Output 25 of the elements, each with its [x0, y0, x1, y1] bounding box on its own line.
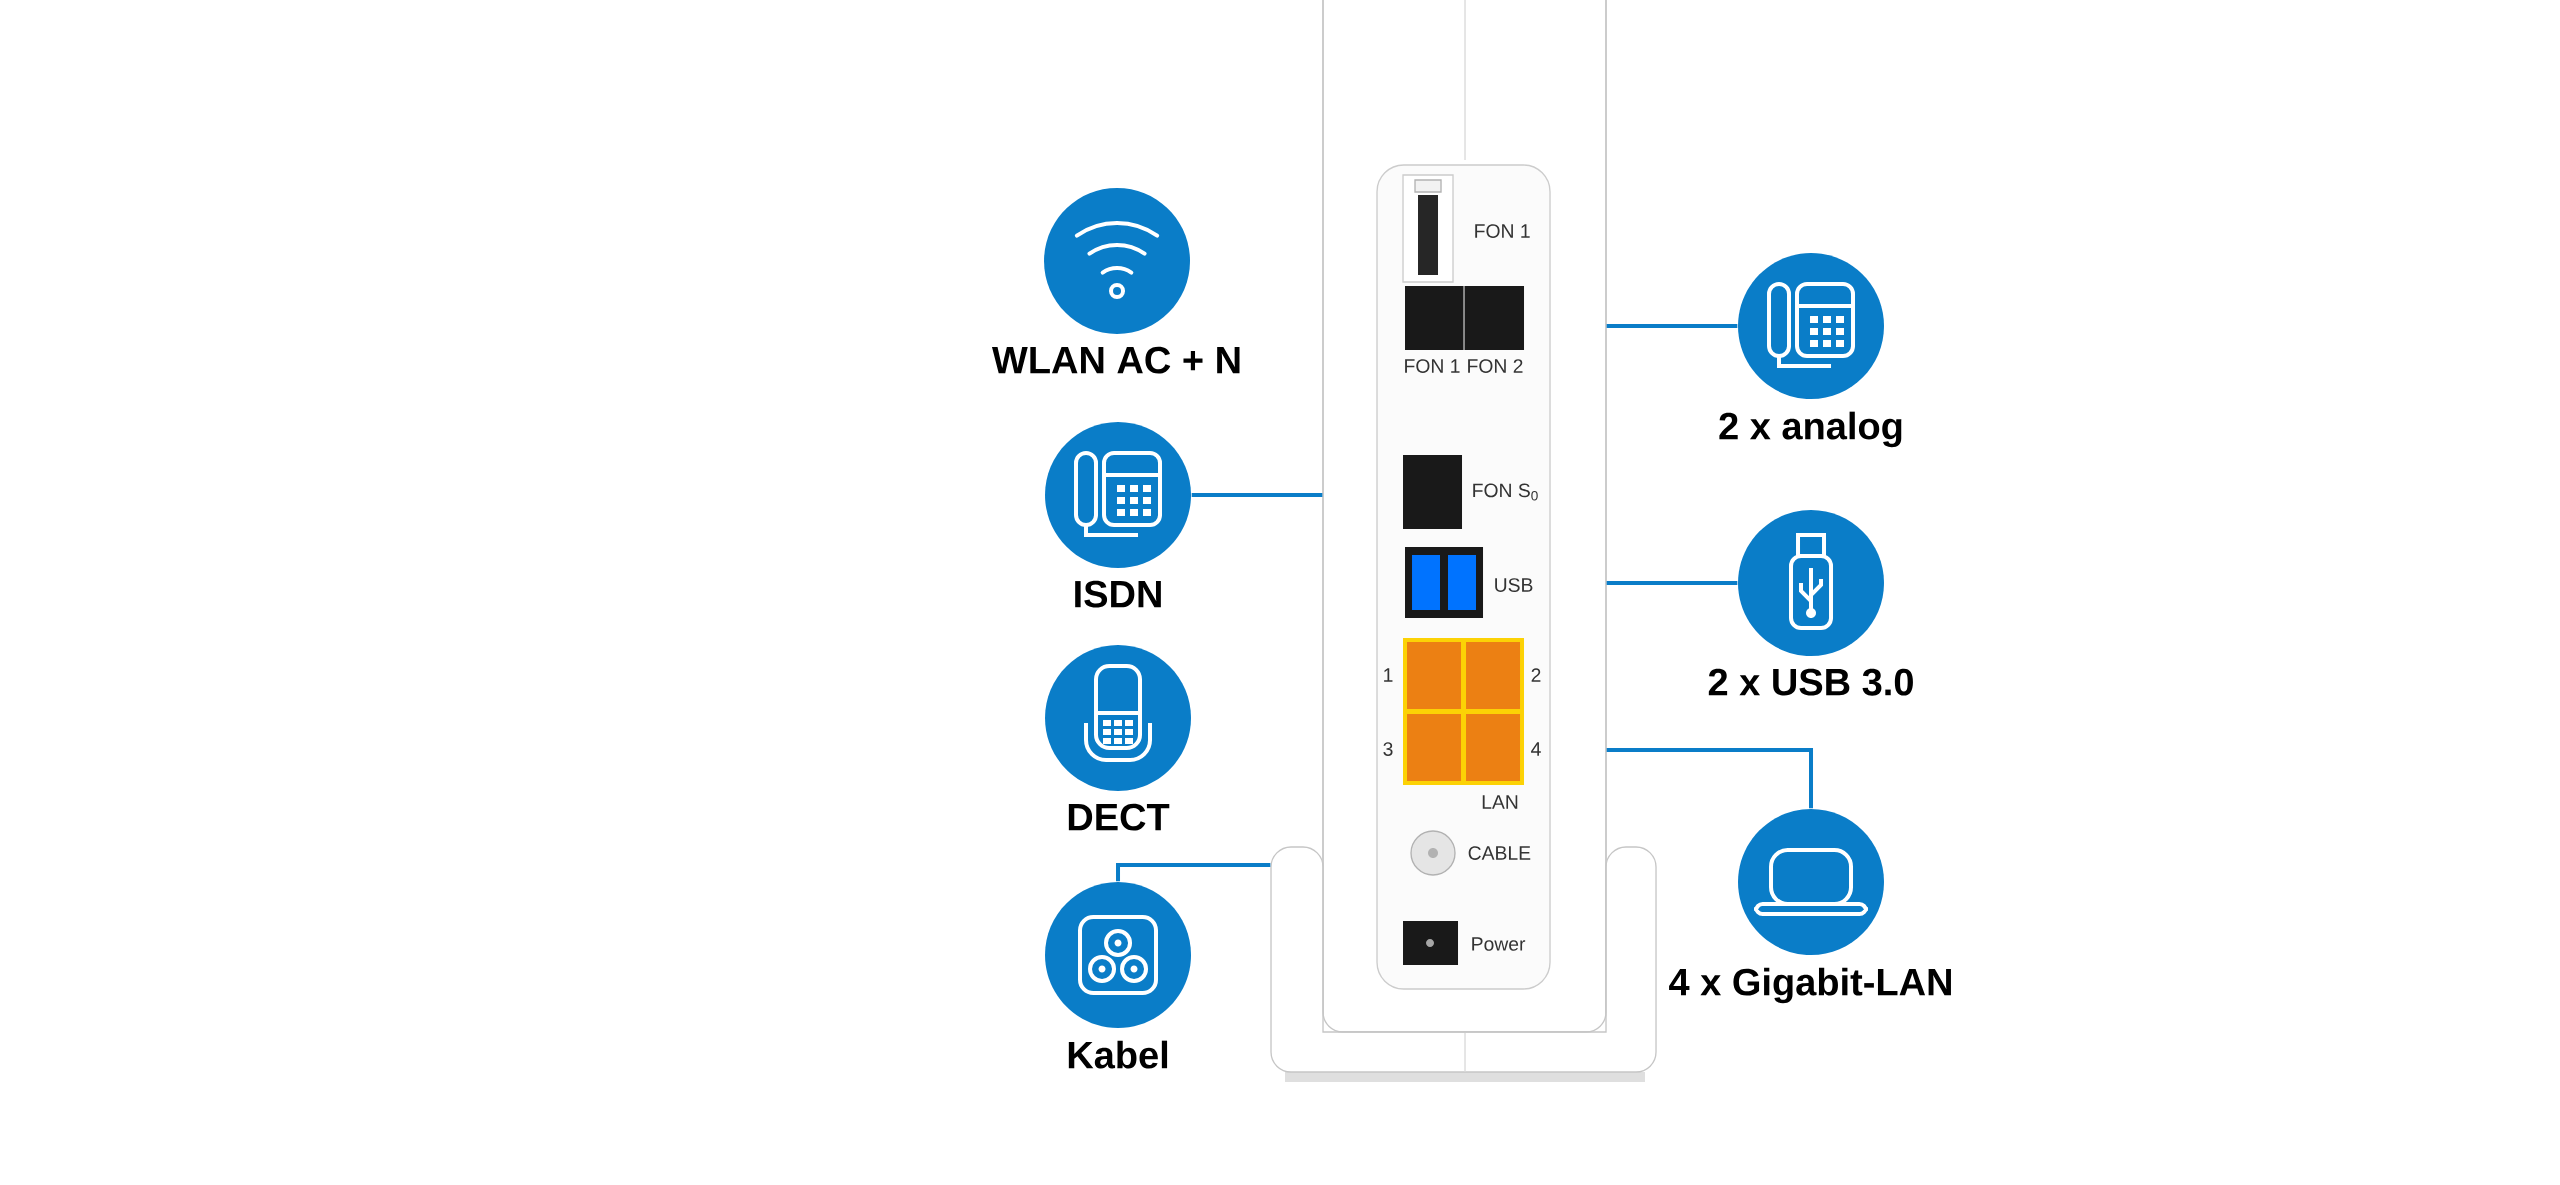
port-label: FON 1: [1475, 224, 1530, 238]
port-label: FON 2: [1468, 359, 1523, 373]
port-label: Power: [1472, 937, 1526, 951]
port-label: FON S$_{0}$: [1473, 483, 1538, 501]
port-label: 2: [1531, 668, 1541, 682]
port-label: 1: [1384, 668, 1393, 682]
port-label: LAN: [1482, 795, 1518, 809]
port-label: 4: [1531, 742, 1541, 756]
port-label: CABLE: [1468, 846, 1531, 860]
port-label: USB: [1495, 578, 1533, 592]
connector-line: [1606, 324, 1738, 328]
icon-label: ISDN: [1075, 580, 1161, 608]
icon-label: 2 x analog: [1719, 411, 1902, 448]
connector-line: [1606, 581, 1738, 585]
icon-label: DECT: [1068, 803, 1170, 831]
port-label: 3: [1383, 742, 1393, 756]
connector-line: [1606, 748, 1813, 809]
icon-label: 2 x USB 3.0: [1708, 668, 1913, 696]
icon-label: 4 x Gigabit-LAN: [1669, 967, 1951, 1004]
port-label: FON 1: [1405, 359, 1460, 373]
router-body: [1322, 0, 1607, 1033]
connector-line: [1191, 493, 1323, 497]
connector-line: [1116, 863, 1271, 882]
icon-label: Kabel: [1068, 1040, 1168, 1069]
icon-label: WLAN AC + N: [992, 346, 1240, 374]
